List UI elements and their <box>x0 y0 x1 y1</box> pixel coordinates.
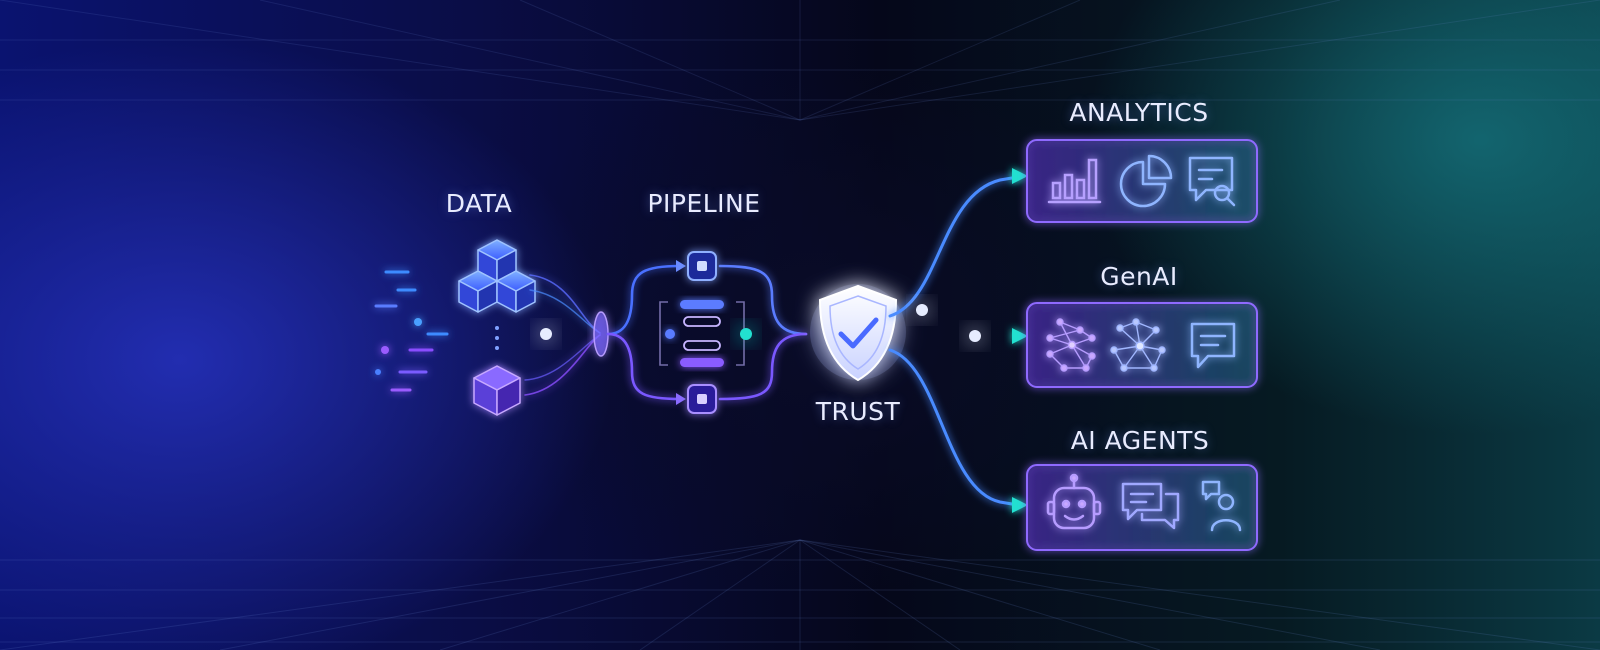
arrow-to-analytics <box>1012 168 1028 184</box>
cube-connector-dots <box>495 326 499 350</box>
neural-network-alt-icon <box>1110 318 1166 372</box>
node-bottom-icon <box>687 384 717 414</box>
ceiling-grid <box>0 0 1600 121</box>
arrow-to-genai <box>1012 328 1028 344</box>
output-node-top <box>916 304 928 316</box>
arrow-into-top-node <box>676 260 686 272</box>
filter-stack-icon <box>659 300 745 367</box>
chat-search-icon <box>1188 156 1236 207</box>
trust-to-outputs-lines <box>888 175 1020 507</box>
cube-stack-icon <box>458 239 536 313</box>
output-node-middle <box>969 330 981 342</box>
genai-panel <box>1026 302 1258 388</box>
floor-grid <box>0 539 1600 650</box>
cube-icon <box>473 365 521 416</box>
analytics-panel <box>1026 139 1258 223</box>
data-label: DATA <box>445 189 513 218</box>
pipeline-paths <box>606 264 820 401</box>
neural-network-icon <box>1046 318 1096 372</box>
data-node <box>540 328 552 340</box>
arrow-into-bottom-node <box>676 393 686 405</box>
analytics-label: ANALYTICS <box>1069 98 1209 127</box>
chat-bubbles-icon <box>1121 482 1180 530</box>
pipeline-label: PIPELINE <box>647 189 761 218</box>
pipeline-node-left <box>665 329 675 339</box>
pipeline-node-right <box>740 328 752 340</box>
shield-check-icon <box>818 284 898 382</box>
robot-icon <box>1046 473 1102 530</box>
trust-label: TRUST <box>815 397 901 426</box>
chat-bubble-icon <box>1190 322 1236 369</box>
data-particles <box>374 270 449 392</box>
convergence-lens <box>593 311 609 357</box>
bar-chart-icon <box>1047 158 1102 204</box>
ai-agents-label: AI AGENTS <box>1070 426 1210 455</box>
user-support-icon <box>1201 480 1242 532</box>
pie-chart-icon <box>1119 154 1173 208</box>
arrow-to-ai-agents <box>1012 497 1028 513</box>
node-top-icon <box>687 251 717 281</box>
ai-agents-panel <box>1026 464 1258 551</box>
genai-label: GenAI <box>1100 262 1178 291</box>
